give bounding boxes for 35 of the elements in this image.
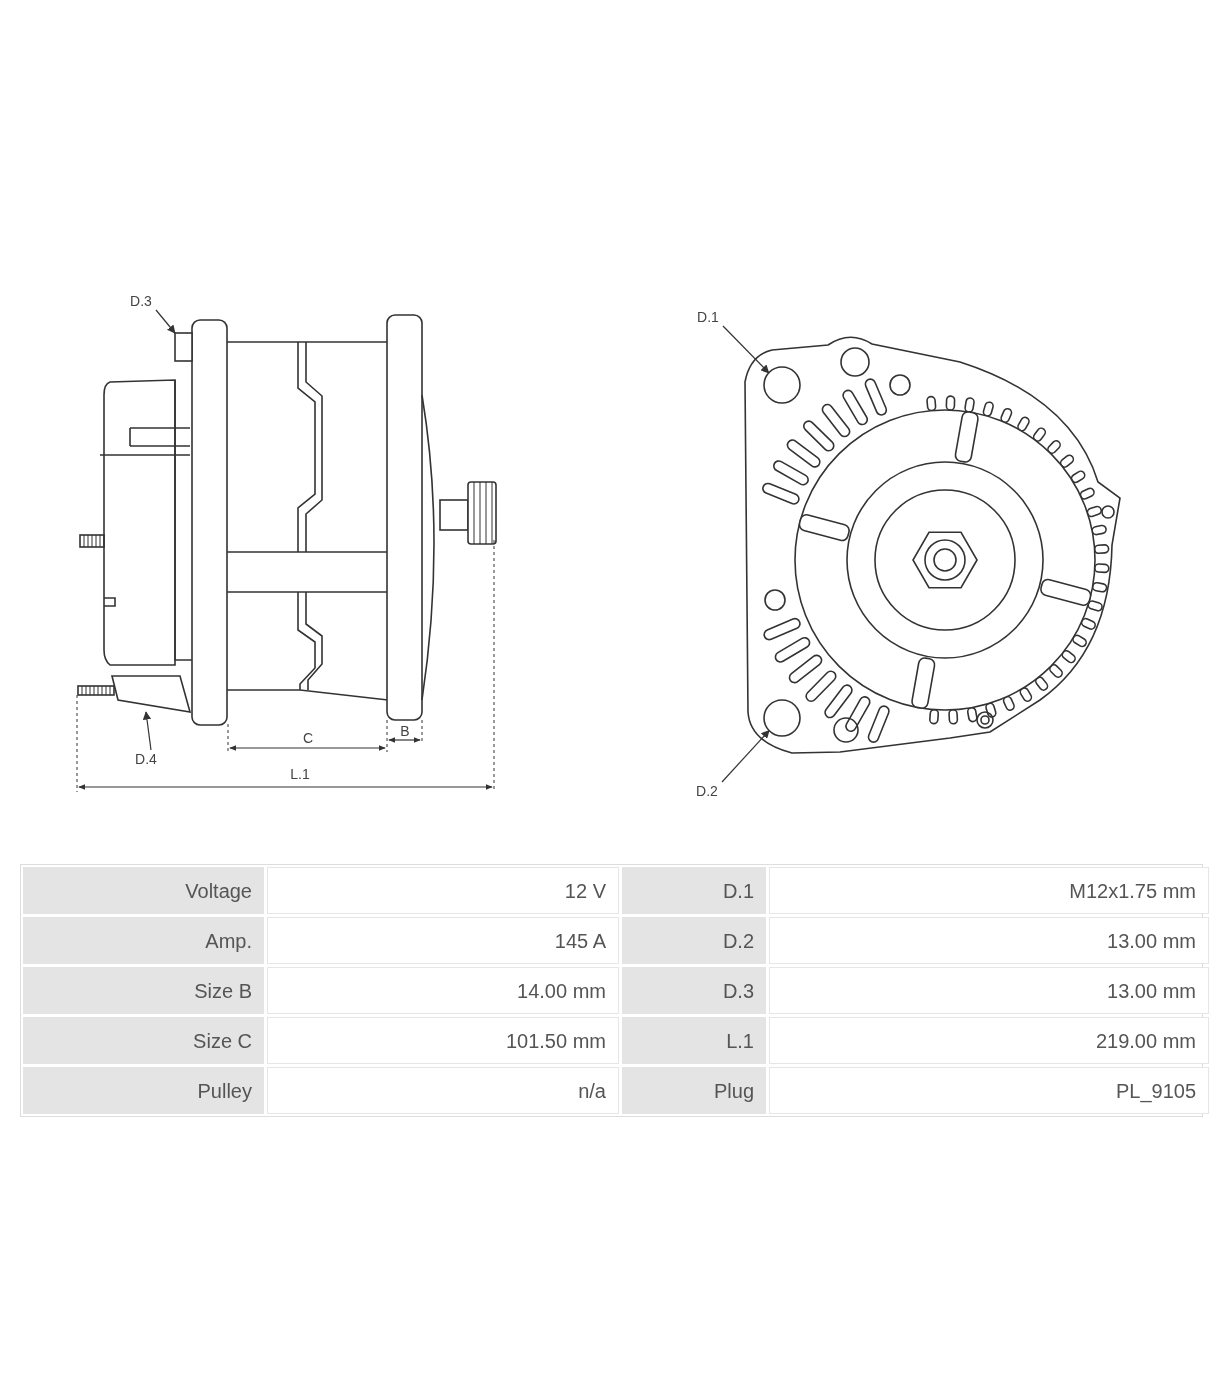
leader-line <box>722 325 770 374</box>
mounting-tab <box>174 332 193 362</box>
spec-value-cell: 219.00 mm <box>769 1017 1209 1064</box>
mounting-hole <box>763 699 801 737</box>
leader-line <box>721 729 770 783</box>
spec-name-cell: D.2 <box>622 917 766 964</box>
callout-label: D.4 <box>131 750 161 768</box>
spec-name-cell: Size B <box>23 967 264 1014</box>
spec-value-cell: n/a <box>267 1067 619 1114</box>
spec-value-cell: PL_9105 <box>769 1067 1209 1114</box>
terminal-boot <box>110 675 192 713</box>
spec-name-cell: D.3 <box>622 967 766 1014</box>
spec-name-cell: Plug <box>622 1067 766 1114</box>
spec-value-cell: 101.50 mm <box>267 1017 619 1064</box>
callout-label: D.2 <box>692 782 722 800</box>
spec-name-cell: Amp. <box>23 917 264 964</box>
callout-label: D.1 <box>693 308 723 326</box>
spec-value-cell: 13.00 mm <box>769 917 1209 964</box>
spec-value-cell: 12 V <box>267 867 619 914</box>
spec-name-cell: Size C <box>23 1017 264 1064</box>
leader-line <box>155 309 176 334</box>
callout-label: D.3 <box>126 292 156 310</box>
spec-value-cell: 13.00 mm <box>769 967 1209 1014</box>
spec-value-cell: 14.00 mm <box>267 967 619 1014</box>
spec-name-cell: L.1 <box>622 1017 766 1064</box>
dimension-label: L.1 <box>289 767 311 781</box>
spec-name-cell: Pulley <box>23 1067 264 1114</box>
spec-name-cell: Voltage <box>23 867 264 914</box>
leader-line <box>142 711 152 751</box>
dimension-label: C <box>301 731 315 745</box>
spec-name-cell: D.1 <box>622 867 766 914</box>
spec-value-cell: 145 A <box>267 917 619 964</box>
dimension-label: B <box>399 724 411 738</box>
spec-value-cell: M12x1.75 mm <box>769 867 1209 914</box>
mounting-hole <box>763 366 801 404</box>
